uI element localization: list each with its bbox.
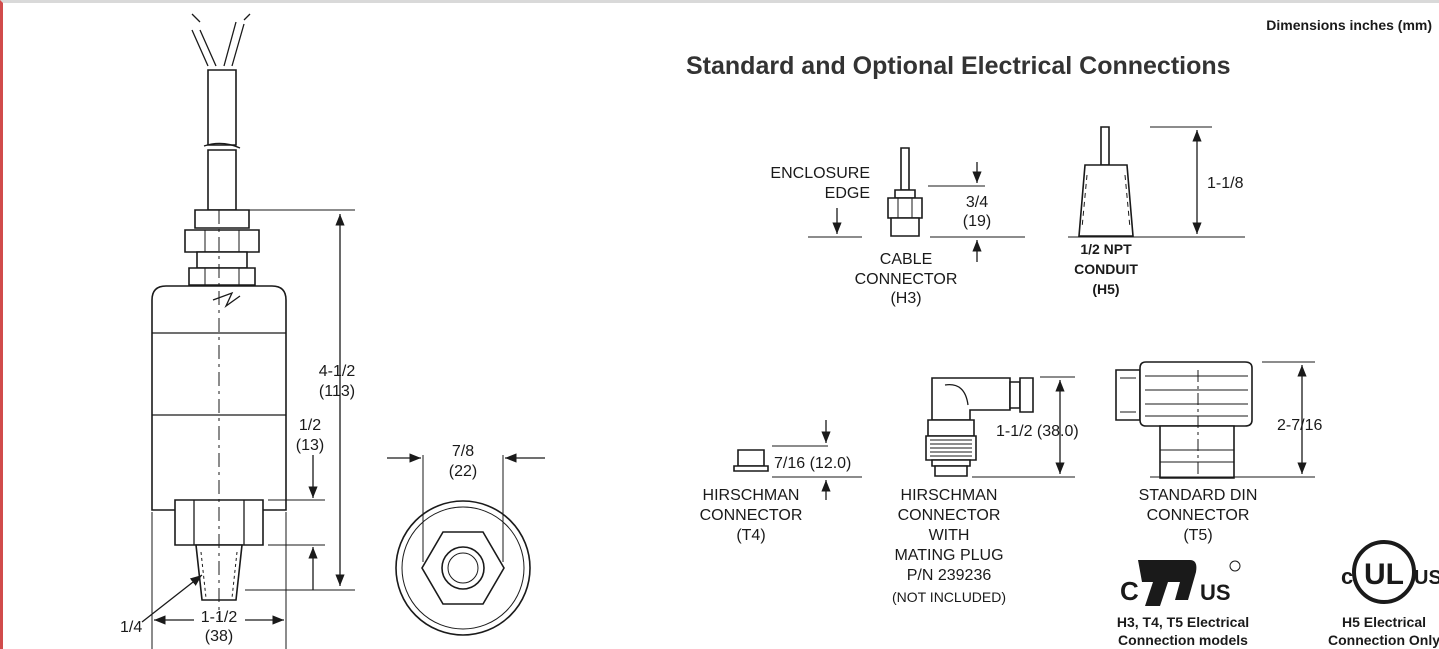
cable-dim-mm-label: (19) [963, 213, 991, 230]
din-dim-label: 2-7/16 [1277, 417, 1322, 434]
ul-circle-icon [1352, 540, 1416, 604]
conduit-h5: 1-1/8 1/2 NPT CONDUIT (H5) [1068, 126, 1245, 297]
ru-recognized-mark [1138, 560, 1197, 606]
cul-us-certification: UL c US H5 Electrical Connection Only [1328, 540, 1439, 648]
main-dimensions: 4-1/2 (113) 1/2 (13) 1-1/2 (38) 1/4 [120, 209, 356, 649]
cable-name-line1: CABLE [880, 251, 932, 268]
units-note: Dimensions inches (mm) [1266, 17, 1432, 33]
hex-across-mm-label: (22) [449, 463, 477, 480]
width-label: 1-1/2 [201, 609, 238, 626]
plug-line3: WITH [929, 527, 970, 544]
thread-size-label: 1/4 [120, 619, 142, 636]
hirschman-name-line2: CONNECTOR [700, 507, 803, 524]
cable-name-line2: CONNECTOR [855, 271, 958, 288]
hirschman-code-label: (T4) [736, 527, 765, 544]
conduit-name-line2: CONDUIT [1074, 261, 1138, 277]
edge-label: EDGE [825, 185, 870, 202]
cable-dim-label: 3/4 [966, 194, 988, 211]
cul-caption-line2: Connection Only [1328, 632, 1439, 648]
din-name-line2: CONNECTOR [1147, 507, 1250, 524]
page-title: Standard and Optional Electrical Connect… [686, 52, 1231, 80]
din-code-label: (T5) [1183, 527, 1212, 544]
plug-line4: MATING PLUG [894, 547, 1003, 564]
hirschman-name-line1: HIRSCHMAN [703, 487, 800, 504]
plug-line5: P/N 239236 [907, 567, 992, 584]
hirschman-dim-label: 7/16 (12.0) [774, 455, 851, 472]
cul-ul-letters: UL [1364, 558, 1404, 591]
enclosure-label: ENCLOSURE [770, 165, 870, 182]
standard-din-connector-t5: 2-7/16 STANDARD DIN CONNECTOR (T5) [1115, 361, 1322, 544]
conduit-code-label: (H5) [1092, 281, 1119, 297]
cru-us-certification: C US H3, T4, T5 Electrical Connection mo… [1117, 560, 1249, 648]
switch-bottom-view: 7/8 (22) [387, 443, 545, 636]
overall-height-mm-label: (113) [319, 383, 355, 400]
plug-dim-label: 1-1/2 (38.0) [996, 423, 1079, 440]
cru-c-letter: C [1120, 576, 1139, 606]
cul-us-letters: US [1414, 567, 1439, 589]
hex-height-label: 1/2 [299, 417, 321, 434]
switch-side-view [151, 13, 287, 620]
width-mm-label: (38) [205, 628, 233, 645]
plug-line6: (NOT INCLUDED) [892, 589, 1006, 605]
plug-line2: CONNECTOR [898, 507, 1001, 524]
cul-caption-line1: H5 Electrical [1342, 614, 1426, 630]
cru-caption-line2: Connection models [1118, 632, 1248, 648]
hex-height-mm-label: (13) [296, 437, 324, 454]
conduit-name-line1: 1/2 NPT [1080, 241, 1132, 257]
registered-icon [1229, 560, 1241, 572]
cable-code-label: (H3) [890, 290, 921, 307]
cru-caption-line1: H3, T4, T5 Electrical [1117, 614, 1249, 630]
hex-across-label: 7/8 [452, 443, 474, 460]
plug-line1: HIRSCHMAN [901, 487, 998, 504]
hirschman-mating-plug: 1-1/2 (38.0) HIRSCHMAN CONNECTOR WITH MA… [892, 376, 1079, 605]
conduit-dim-label: 1-1/8 [1207, 175, 1244, 192]
cable-connector-h3: ENCLOSURE EDGE 3/4 (19) CABLE CONNECTOR … [770, 147, 1025, 307]
hirschman-connector-t4: 7/16 (12.0) HIRSCHMAN CONNECTOR (T4) [700, 420, 862, 544]
din-name-line1: STANDARD DIN [1139, 487, 1258, 504]
overall-height-label: 4-1/2 [319, 363, 356, 380]
cru-us-letters: US [1200, 580, 1231, 605]
cul-c-letter: c [1341, 564, 1353, 589]
